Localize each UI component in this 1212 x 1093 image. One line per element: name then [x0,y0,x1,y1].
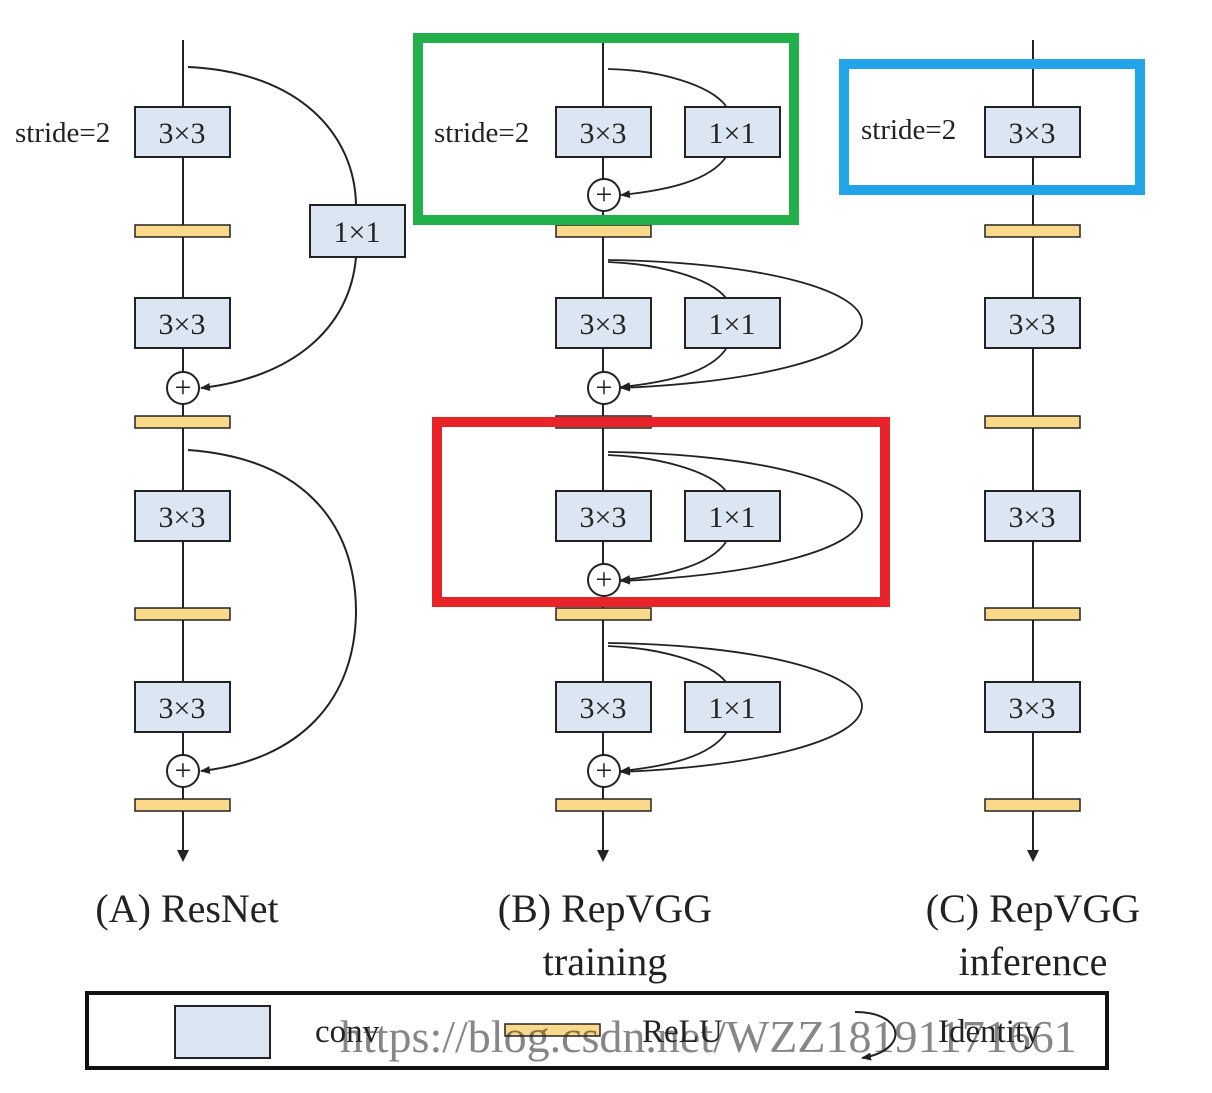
identity-connection [607,259,863,392]
legend: conv ReLU Identity https://blog.csdn.net… [85,991,1109,1070]
add-node-symbol: + [175,371,192,404]
conv-3x3-block [134,490,231,542]
conv-1x1-block [684,106,781,158]
add-node [587,178,621,212]
conv-3x3-block [984,297,1081,349]
branch-from-1x1 [620,541,727,584]
conv-1x1-block [309,204,406,258]
conv-3x3-label: 3×3 [580,692,627,725]
conv-3x3-block [555,490,652,542]
relu-bar [984,415,1081,429]
conv-3x3-label: 3×3 [159,692,206,725]
identity-connection [607,451,863,585]
relu-bar [134,415,231,429]
identity-connection [187,449,358,774]
conv-1x1-block [684,681,781,733]
add-node-symbol: + [596,563,613,596]
caption-repvgg-training-line1: (B) RepVGG [498,886,712,931]
legend-relu-swatch [504,1023,601,1037]
stride-label: stride=2 [15,117,110,149]
conv-3x3-label: 3×3 [1009,308,1056,341]
conv-1x1-label: 1×1 [709,692,756,725]
legend-identity-icon [854,1011,897,1061]
arrow-head [597,850,609,862]
add-node [587,563,621,597]
branch-to-1x1 [607,261,727,299]
relu-bar [555,607,652,621]
branch-to-1x1 [607,645,727,683]
branch-from-1x1 [620,156,727,199]
relu-bar [134,798,231,812]
conv-1x1-label: 1×1 [334,216,381,249]
stride-label: stride=2 [861,114,956,146]
relu-bar [984,607,1081,621]
legend-relu-label: ReLU [642,1014,723,1050]
conv-3x3-label: 3×3 [580,308,627,341]
conv-3x3-block [555,297,652,349]
conv-3x3-block [555,106,652,158]
conv-1x1-label: 1×1 [709,117,756,150]
relu-bar [134,224,231,238]
identity-connection [607,642,863,776]
legend-identity-label: Identity [938,1014,1041,1050]
column-resnet: stride=2 3×3 1×1 3×3 + 3×3 3×3 + (A) Res… [15,40,406,931]
caption-repvgg-inference-line1: (C) RepVGG [926,886,1140,931]
conv-3x3-label: 3×3 [1009,692,1056,725]
conv-3x3-label: 3×3 [159,501,206,534]
arrow-head [1027,850,1039,862]
conv-3x3-label: 3×3 [580,501,627,534]
add-node-symbol: + [596,178,613,211]
relu-bar [555,224,652,238]
conv-3x3-block [984,681,1081,733]
conv-1x1-block [684,297,781,349]
branch-from-1x1 [620,732,727,775]
conv-3x3-block [134,106,231,158]
branch-from-1x1 [620,348,727,391]
caption-repvgg-inference-line2: inference [959,939,1108,984]
add-node [587,371,621,405]
conv-3x3-block [984,490,1081,542]
legend-conv-label: conv [315,1014,380,1050]
conv-3x3-block [134,297,231,349]
conv-3x3-label: 3×3 [159,117,206,150]
add-node [166,754,200,788]
arrow-head [177,850,189,862]
add-node [166,371,200,405]
caption-repvgg-training-line2: training [543,939,667,984]
conv-3x3-block [555,681,652,733]
add-node-symbol: + [596,371,613,404]
legend-conv-swatch [174,1005,271,1059]
skip-connection-1x1-return [200,256,357,391]
add-node-symbol: + [596,754,613,787]
caption-resnet: (A) ResNet [95,886,278,931]
add-node [587,754,621,788]
conv-3x3-block [984,106,1081,158]
conv-3x3-label: 3×3 [580,117,627,150]
watermark: https://blog.csdn.net/WZZ18191171661 [340,1011,1077,1062]
conv-3x3-label: 3×3 [1009,501,1056,534]
skip-connection-1x1 [187,66,357,206]
highlight-box-green [413,33,799,225]
relu-bar [555,798,652,812]
column-repvgg-inference: stride=2 3×3 3×3 3×3 3×3 (C) RepVGG infe… [861,40,1140,984]
conv-1x1-block [684,490,781,542]
conv-3x3-label: 3×3 [1009,117,1056,150]
highlight-box-red [432,417,890,607]
branch-to-1x1 [607,454,727,492]
conv-1x1-label: 1×1 [709,501,756,534]
relu-bar [984,224,1081,238]
relu-bar [984,798,1081,812]
highlight-box-blue [839,59,1145,195]
conv-1x1-label: 1×1 [709,308,756,341]
conv-3x3-block [134,681,231,733]
relu-bar [134,607,231,621]
add-node-symbol: + [175,754,192,787]
column-repvgg-training: stride=2 3×3 1×1 + 3×3 1×1 + 3×3 1×1 + 3… [434,40,863,984]
stride-label: stride=2 [434,117,529,149]
conv-3x3-label: 3×3 [159,308,206,341]
branch-to-1x1 [607,68,727,107]
